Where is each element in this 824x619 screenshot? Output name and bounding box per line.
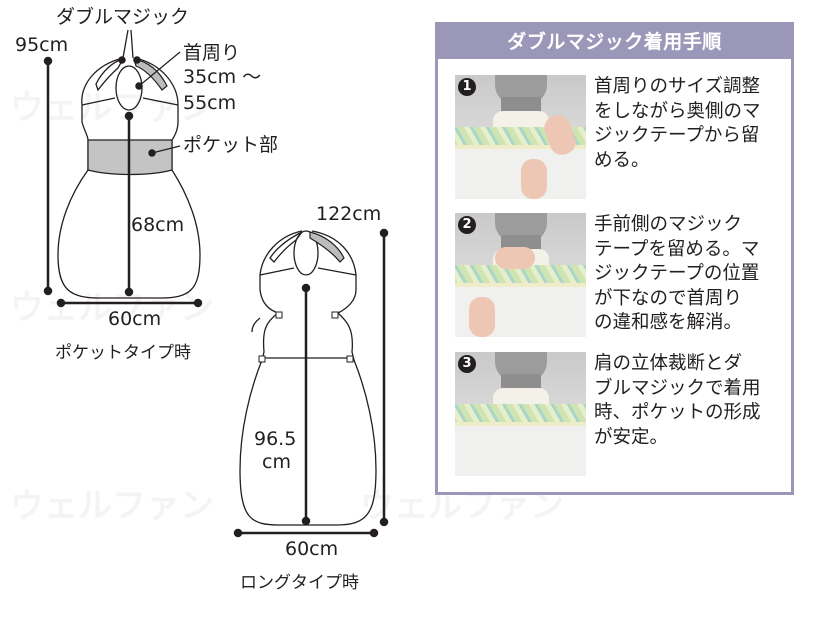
instructions-title: ダブルマジック着用手順 [438,25,791,59]
long-body-length-unit: cm [262,451,291,473]
long-width-label: 60cm [285,538,339,560]
instructions-panel: ダブルマジック着用手順 1 首周りのサイズ調整 をしながら奥側のマ ジックテープ… [435,22,794,495]
neck-range-label: 55cm [183,92,237,114]
instruction-step-2: 2 手前側のマジック テープを留める。マ ジックテープの位置 が下なので首周り … [455,213,785,337]
watermark: ウェルファン [10,486,214,526]
step-text: 肩の立体裁断とダ ブルマジックで着用 時、ポケットの形成 が安定。 [594,353,761,448]
long-type-caption: ロングタイプ時 [240,573,359,593]
neck-label: 首周り [183,42,241,64]
double-magic-label: ダブルマジック [56,6,190,28]
body-length-label: 68cm [131,214,185,236]
long-body-length-label: 96.5 [254,428,297,450]
neck-range-label: 35cm ～ [183,66,262,88]
watermark: ウェルファン [10,88,214,128]
step-number-badge: 1 [458,78,476,96]
watermark: ウェルファン [10,288,214,328]
instruction-step-1: 1 首周りのサイズ調整 をしながら奥側のマ ジックテープから留 める。 [455,75,785,199]
step-text: 首周りのサイズ調整 をしながら奥側のマ ジックテープから留 める。 [594,76,761,171]
long-total-length-label: 122cm [316,203,382,225]
width-label: 60cm [108,308,162,330]
step-number-badge: 3 [458,355,476,373]
total-length-label: 95cm [15,34,69,56]
pocket-type-caption: ポケットタイプ時 [55,343,191,363]
step-photo: 1 [455,75,586,199]
step-number-badge: 2 [458,216,476,234]
pocket-label: ポケット部 [183,134,279,156]
step-photo: 3 [455,352,586,476]
step-text: 手前側のマジック テープを留める。マ ジックテープの位置 が下なので首周り の違… [594,214,760,333]
step-photo: 2 [455,213,586,337]
instruction-step-3: 3 肩の立体裁断とダ ブルマジックで着用 時、ポケットの形成 が安定。 [455,352,785,476]
